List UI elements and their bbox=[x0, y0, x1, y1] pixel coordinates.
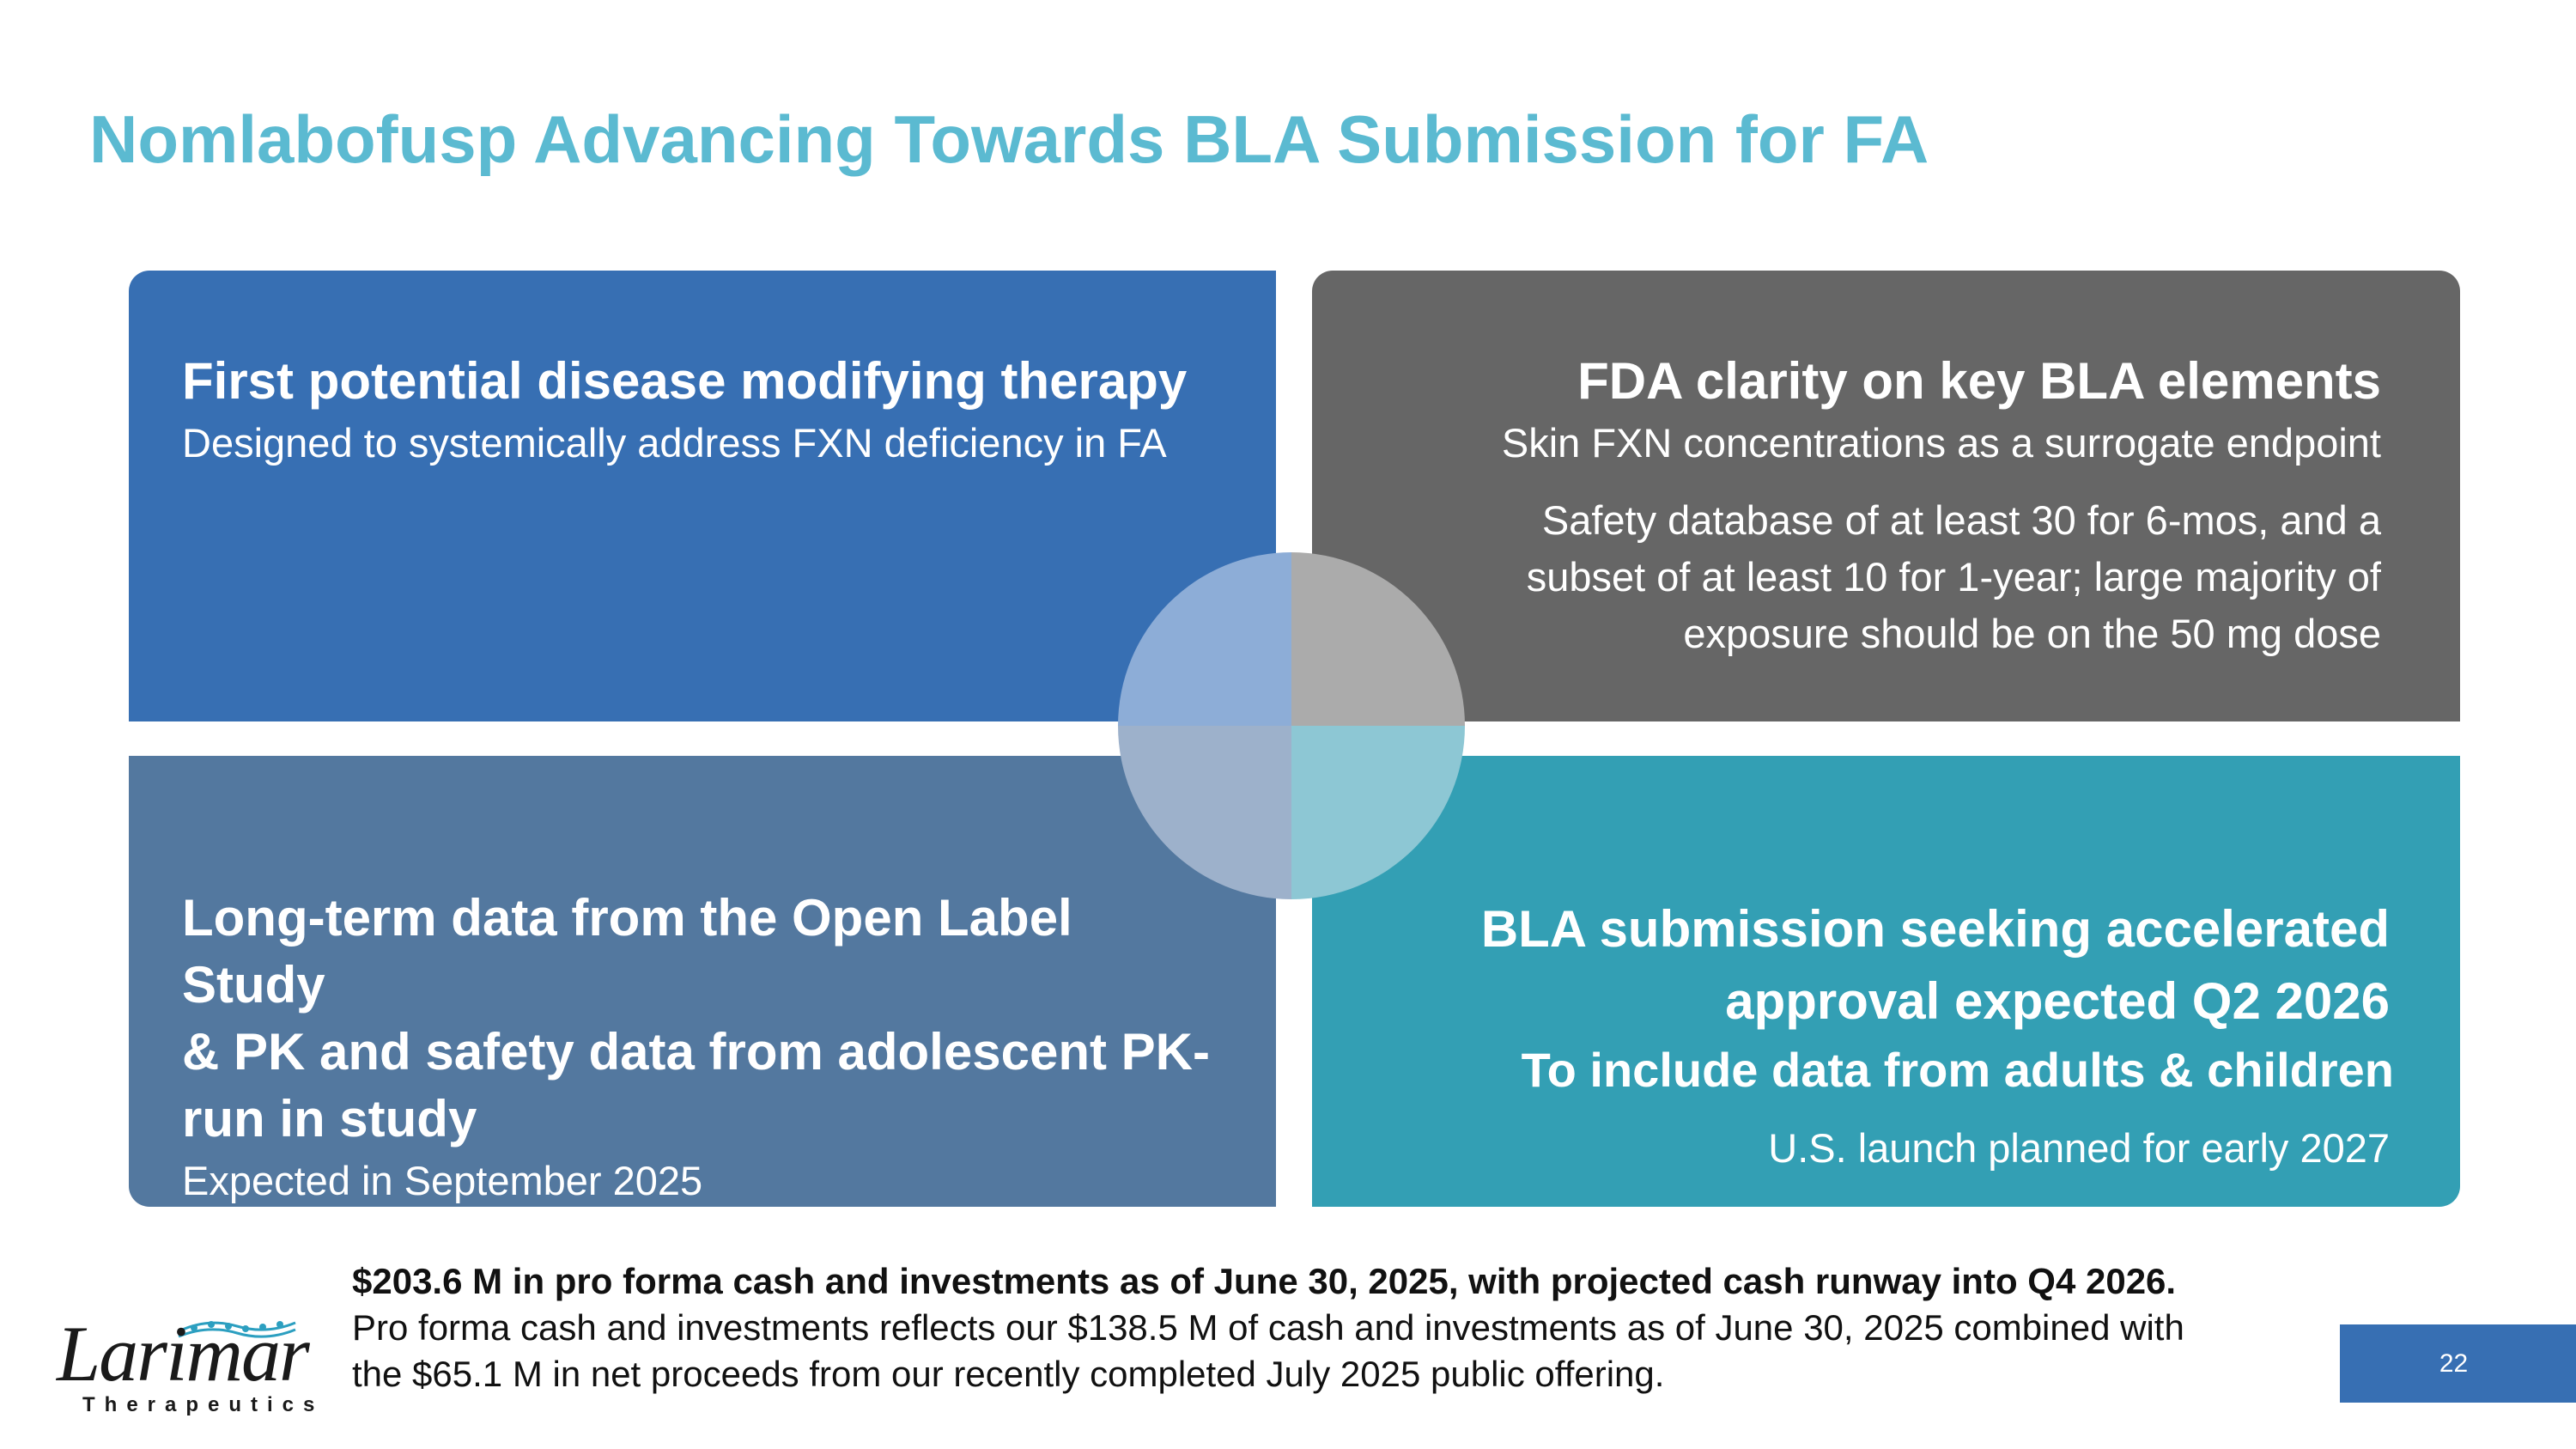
circle-quarter bbox=[1291, 726, 1465, 899]
quadrant-subtext: Skin FXN concentrations as a surrogate e… bbox=[1501, 420, 2381, 466]
heading-line: approval expected Q2 2026 bbox=[1725, 972, 2390, 1030]
paragraph-line: subset of at least 10 for 1-year; large … bbox=[1526, 554, 2381, 600]
logo-wordmark: Larimar bbox=[57, 1310, 310, 1397]
quadrant-long-term-data: Long-term data from the Open Label Study… bbox=[129, 756, 1276, 1207]
logo-tagline: Therapeutics bbox=[82, 1393, 325, 1416]
company-logo: Larimar Therapeutics bbox=[57, 1314, 314, 1417]
footer-note: $203.6 M in pro forma cash and investmen… bbox=[352, 1258, 2344, 1397]
quadrant-subtext: U.S. launch planned for early 2027 bbox=[1768, 1125, 2390, 1171]
heading-line: BLA submission seeking accelerated bbox=[1480, 900, 2390, 958]
paragraph-line: exposure should be on the 50 mg dose bbox=[1683, 611, 2381, 656]
heading-line: run in study bbox=[182, 1090, 477, 1148]
heading-line: Long-term data from the Open Label Study bbox=[182, 889, 1072, 1014]
quadrant-paragraph: Safety database of at least 30 for 6-mos… bbox=[1502, 492, 2381, 662]
circle-quarter bbox=[1118, 726, 1291, 899]
quadrant-bla-submission: BLA submission seeking accelerated appro… bbox=[1312, 756, 2460, 1207]
quadrant-heading: FDA clarity on key BLA elements bbox=[1577, 352, 2381, 410]
center-circle-decoration bbox=[1118, 552, 1465, 899]
quadrant-heading-secondary: To include data from adults & children bbox=[1521, 1043, 2394, 1097]
quadrant-disease-modifying-therapy: First potential disease modifying therap… bbox=[129, 271, 1276, 721]
circle-quarter bbox=[1118, 552, 1291, 726]
footer-line: the $65.1 M in net proceeds from our rec… bbox=[352, 1354, 1665, 1394]
footer-line: Pro forma cash and investments reflects … bbox=[352, 1307, 2184, 1348]
quadrant-heading: First potential disease modifying therap… bbox=[182, 352, 1188, 410]
circle-quarter bbox=[1291, 552, 1465, 726]
paragraph-line: Safety database of at least 30 for 6-mos… bbox=[1541, 497, 2381, 543]
page-number: 22 bbox=[2439, 1349, 2469, 1378]
quadrant-fda-clarity: FDA clarity on key BLA elements Skin FXN… bbox=[1312, 271, 2460, 721]
heading-line: & PK and safety data from adolescent PK- bbox=[182, 1023, 1210, 1081]
quadrant-heading: Long-term data from the Open Label Study… bbox=[182, 885, 1221, 1153]
page-number-badge: 22 bbox=[2340, 1324, 2576, 1403]
quadrant-subtext: Expected in September 2025 bbox=[182, 1158, 703, 1203]
quadrant-subtext: Designed to systemically address FXN def… bbox=[182, 420, 1167, 466]
dna-chain-icon bbox=[178, 1321, 296, 1338]
quadrant-heading: BLA submission seeking accelerated appro… bbox=[1359, 893, 2390, 1038]
page-title: Nomlabofusp Advancing Towards BLA Submis… bbox=[89, 101, 1929, 177]
footer-bold-line: $203.6 M in pro forma cash and investmen… bbox=[352, 1261, 2177, 1301]
